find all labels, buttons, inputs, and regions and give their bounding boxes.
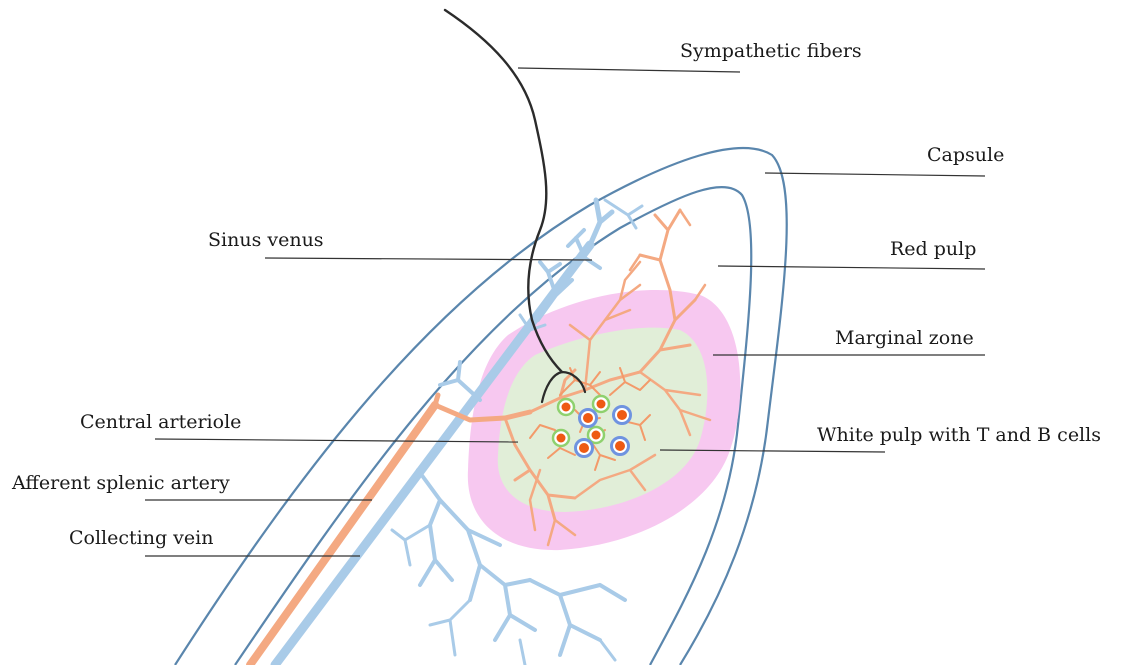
b-cell	[612, 438, 629, 455]
leader-sympathetic-fibers	[518, 68, 740, 72]
leader-red-pulp	[718, 266, 985, 269]
afferent-splenic-artery-vessel	[250, 405, 435, 665]
label-sympathetic-fibers: Sympathetic fibers	[680, 42, 862, 61]
label-white-pulp: White pulp with T and B cells	[817, 426, 1101, 445]
label-marginal-zone: Marginal zone	[835, 329, 974, 348]
label-collecting-vein: Collecting vein	[69, 529, 213, 548]
b-cell	[576, 440, 593, 457]
label-red-pulp: Red pulp	[890, 240, 976, 259]
leader-sinus-venus	[265, 258, 592, 260]
b-cell	[614, 407, 631, 424]
leader-central-arteriole	[155, 439, 518, 442]
label-afferent-splenic-artery: Afferent splenic artery	[12, 474, 230, 493]
label-sinus-venus: Sinus venus	[208, 231, 324, 250]
label-capsule: Capsule	[927, 146, 1004, 165]
b-cell	[580, 410, 597, 427]
leader-capsule	[765, 173, 985, 176]
label-central-arteriole: Central arteriole	[80, 413, 241, 432]
t-cell	[593, 396, 609, 412]
t-cell	[558, 399, 574, 415]
t-cell	[553, 430, 569, 446]
